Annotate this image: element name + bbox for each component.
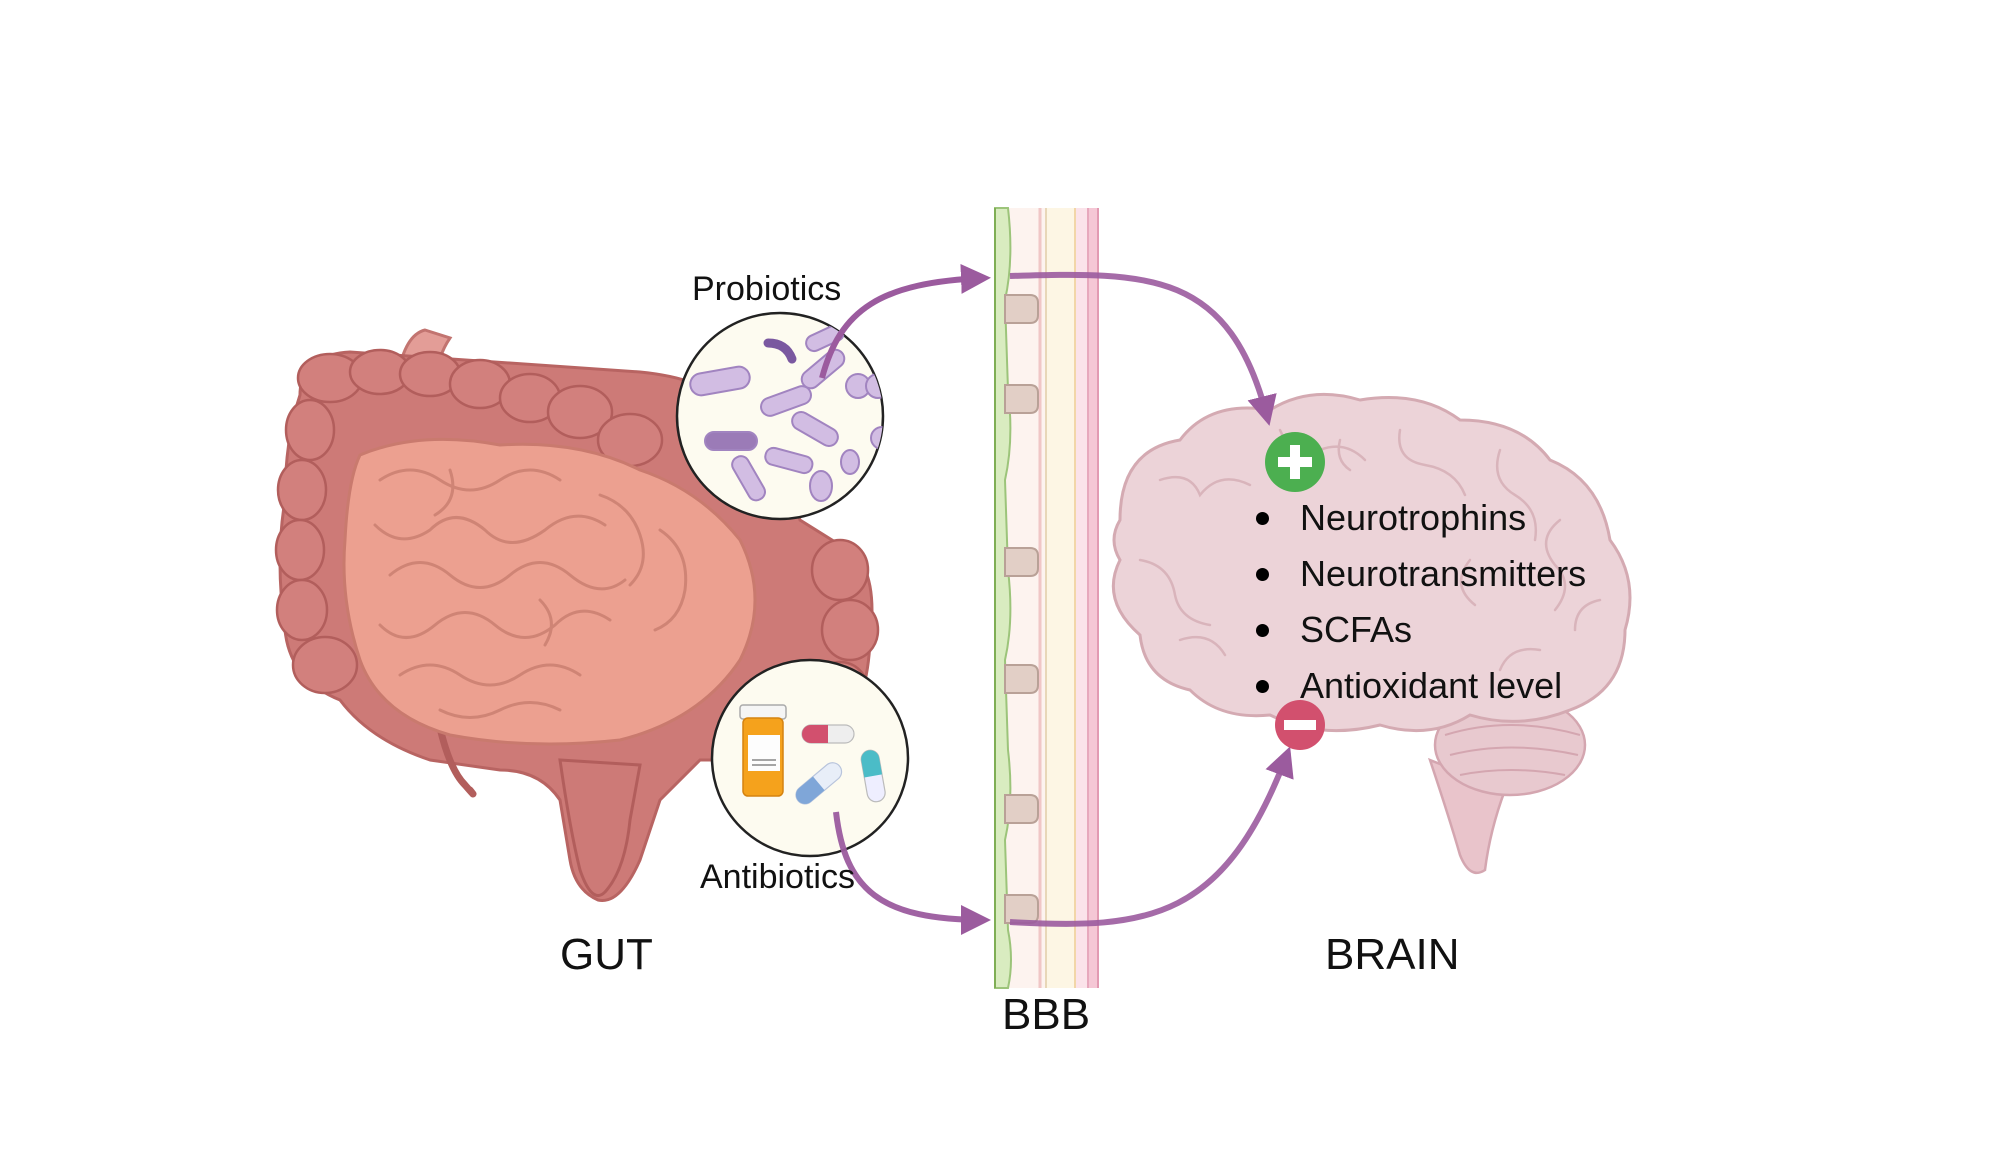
bullet-icon xyxy=(1256,512,1269,525)
blood-brain-barrier xyxy=(994,207,1099,989)
bullet-icon xyxy=(1256,680,1269,693)
probiotics-label: Probiotics xyxy=(692,270,842,308)
bullet-icon xyxy=(1256,624,1269,637)
brain-effect-item: Neurotrophins xyxy=(1250,490,1586,546)
antibiotics-to-bbb-arrow xyxy=(833,811,991,935)
pathway-arrows xyxy=(819,263,1294,935)
probiotics-to-bbb-arrow xyxy=(819,263,991,379)
bullet-icon xyxy=(1256,568,1269,581)
brain-effects-list: Neurotrophins Neurotransmitters SCFAs An… xyxy=(1250,490,1586,714)
brain-effect-item: Neurotransmitters xyxy=(1250,546,1586,602)
bbb-label: BBB xyxy=(1002,990,1091,1039)
brain-effect-item: Antioxidant level xyxy=(1250,658,1586,714)
probiotics-bacteria-icon xyxy=(675,311,885,521)
bbb-to-brain-bottom-arrow xyxy=(1009,746,1294,927)
gut-label: GUT xyxy=(560,930,653,979)
brain-label: BRAIN xyxy=(1325,930,1460,979)
increase-badge xyxy=(1265,432,1325,492)
decrease-badge xyxy=(1275,700,1325,750)
antibiotics-label: Antibiotics xyxy=(700,858,855,896)
brain-illustration xyxy=(1111,392,1632,875)
antibiotics-pills-icon xyxy=(710,658,910,858)
brain-effect-item: SCFAs xyxy=(1250,602,1586,658)
bbb-to-brain-top-arrow xyxy=(1009,271,1277,426)
